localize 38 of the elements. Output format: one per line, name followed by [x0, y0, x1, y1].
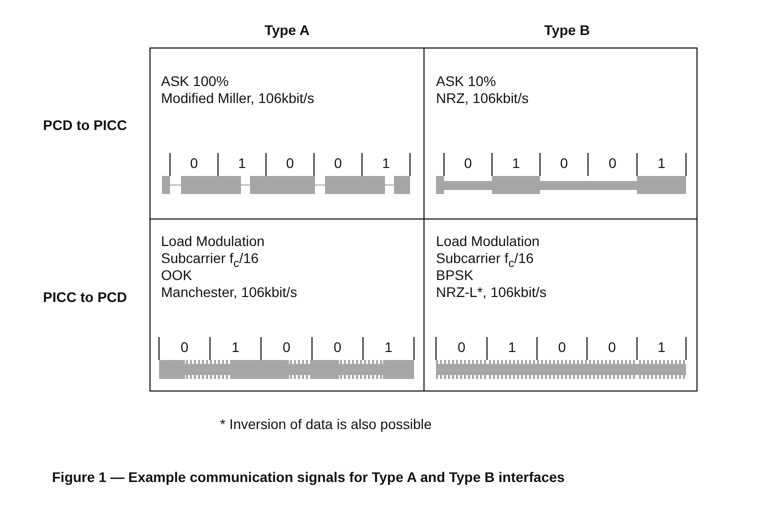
footnote: * Inversion of data is also possible [220, 416, 432, 433]
bit-value: 0 [190, 155, 198, 172]
signal-description: ASK 100% [161, 73, 229, 90]
column-header: Type B [544, 22, 590, 39]
bit-value: 0 [558, 339, 566, 356]
bit-value: 1 [512, 155, 520, 172]
bit-value: 0 [560, 155, 568, 172]
bit-value: 0 [608, 339, 616, 356]
bit-value: 1 [384, 339, 392, 356]
row-header: PCD to PICC [43, 117, 127, 134]
signal-description: Load Modulation [161, 233, 265, 250]
bit-value: 0 [608, 155, 616, 172]
signal-description: ASK 10% [436, 73, 496, 90]
bit-value: 0 [282, 339, 290, 356]
bit-value: 1 [238, 155, 246, 172]
figure-caption: Figure 1 — Example communication signals for Type A and Type B interfaces [52, 469, 565, 486]
signal-description: BPSK [436, 267, 474, 284]
bit-value: 1 [232, 339, 240, 356]
row-header: PICC to PCD [43, 289, 127, 306]
signal-description: OOK [161, 267, 192, 284]
signal-description: Subcarrier f$_{c}$/16 [161, 250, 259, 270]
signal-description: Subcarrier f$_{c}$/16 [436, 250, 534, 270]
bit-value: 0 [334, 339, 342, 356]
signal-description: Load Modulation [436, 233, 540, 250]
bit-value: 0 [334, 155, 342, 172]
signal-description: NRZ, 106kbit/s [436, 90, 529, 107]
bit-value: 0 [464, 155, 472, 172]
signal-description: Modified Miller, 106kbit/s [161, 90, 314, 107]
column-header: Type A [264, 22, 310, 39]
bit-value: 0 [180, 339, 188, 356]
bit-value: 1 [658, 155, 666, 172]
bit-value: 1 [382, 155, 390, 172]
bit-value: 0 [286, 155, 294, 172]
bit-value: 1 [658, 339, 666, 356]
bit-value: 1 [508, 339, 516, 356]
signal-description: NRZ-L*, 106kbit/s [436, 284, 546, 301]
bit-value: 0 [458, 339, 466, 356]
signal-description: Manchester, 106kbit/s [161, 284, 298, 301]
